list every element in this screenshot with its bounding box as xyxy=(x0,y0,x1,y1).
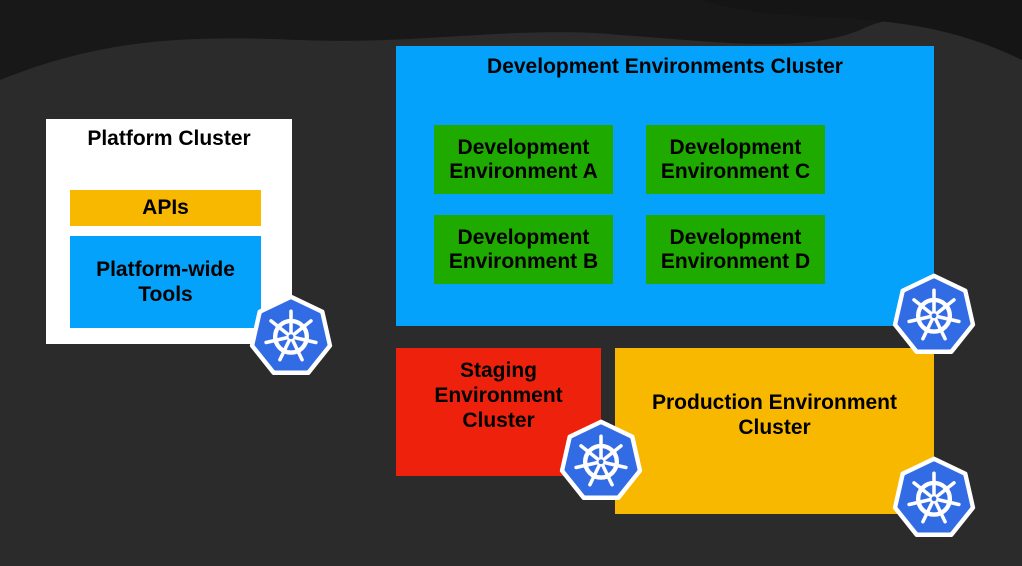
platform-cluster-title: Platform Cluster xyxy=(87,127,251,150)
apis-block: APIs xyxy=(70,190,261,226)
kubernetes-icon xyxy=(890,453,978,541)
kubernetes-icon xyxy=(247,291,335,379)
kubernetes-icon xyxy=(890,270,978,358)
dev-environment-label: Development Environment B xyxy=(448,225,599,273)
dev-environment-d: Development Environment D xyxy=(646,215,825,284)
dev-environment-b: Development Environment B xyxy=(434,215,613,284)
dev-environment-label: Development Environment A xyxy=(449,135,598,183)
dev-environment-label: Development Environment C xyxy=(660,135,811,183)
platform-cluster: Platform Cluster APIs Platform-wide Tool… xyxy=(46,119,292,344)
dev-environment-c: Development Environment C xyxy=(646,125,825,194)
staging-cluster-label: Staging Environment Cluster xyxy=(434,359,563,432)
dev-cluster-title: Development Environments Cluster xyxy=(487,55,843,78)
dev-environments-cluster: Development Environments Cluster Develop… xyxy=(396,46,934,326)
dev-environment-a: Development Environment A xyxy=(434,125,613,194)
production-cluster-label: Production Environment Cluster xyxy=(651,391,897,439)
kubernetes-icon xyxy=(557,416,645,504)
platform-tools-block: Platform-wide Tools xyxy=(70,236,261,328)
dev-environment-label: Development Environment D xyxy=(660,225,811,273)
production-environment-cluster: Production Environment Cluster xyxy=(615,348,934,514)
apis-label: APIs xyxy=(142,196,189,219)
platform-tools-label: Platform-wide Tools xyxy=(96,258,235,306)
